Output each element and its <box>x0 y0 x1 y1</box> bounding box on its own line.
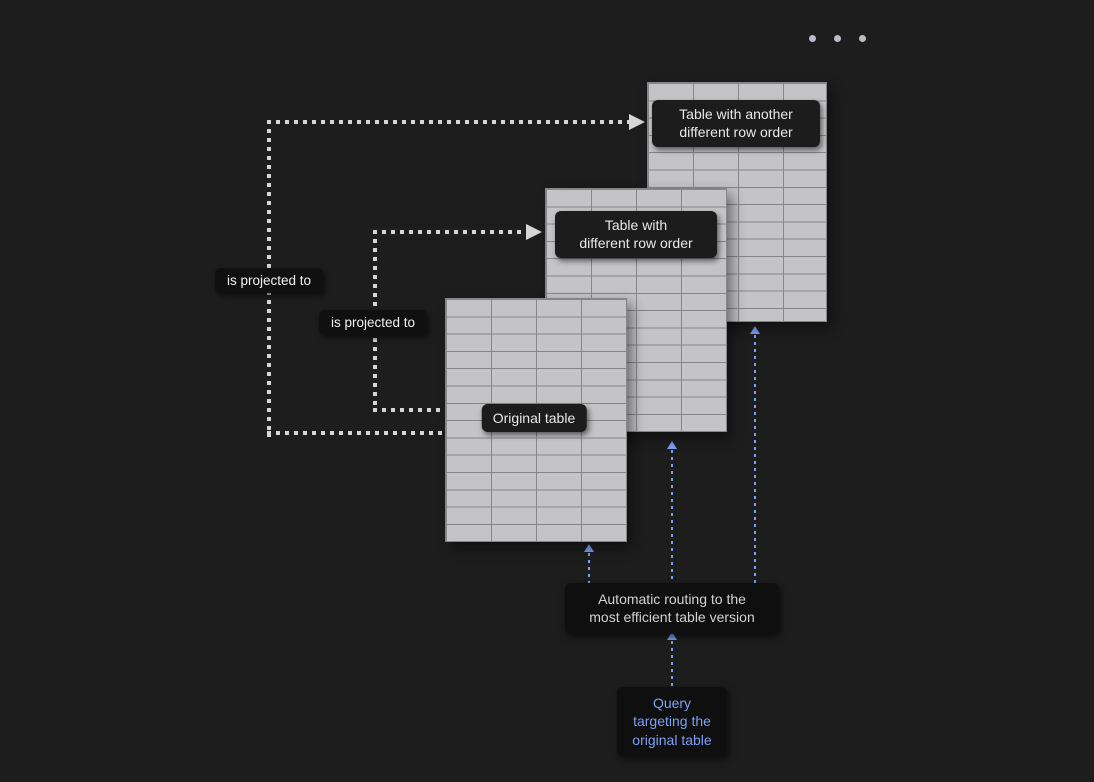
original-table <box>445 298 627 542</box>
table-label-original: Original table <box>481 404 587 433</box>
dot-icon <box>809 35 816 42</box>
table-label-another-different-row-order: Table with another different row order <box>652 100 820 147</box>
projection-path-inner-bottom <box>373 408 445 412</box>
projection-path-outer-arrowhead-icon <box>629 114 645 130</box>
query-to-routing-head-icon <box>667 632 677 640</box>
routing-arrow-to-back-head-icon <box>750 326 760 334</box>
dot-icon <box>834 35 841 42</box>
edge-label-is-projected-to-inner: is projected to <box>319 310 428 335</box>
dot-icon <box>859 35 866 42</box>
table-label-different-row-order: Table with different row order <box>555 211 717 258</box>
routing-arrow-to-original-line <box>588 553 590 583</box>
edge-label-is-projected-to-outer: is projected to <box>215 268 324 293</box>
more-options-icon[interactable] <box>809 35 866 42</box>
routing-arrow-to-original-head-icon <box>584 544 594 552</box>
routing-arrow-to-back-line <box>754 335 756 583</box>
routing-note: Automatic routing to the most efficient … <box>565 583 779 634</box>
projection-path-outer-bottom <box>267 431 445 435</box>
routing-arrow-to-middle-head-icon <box>667 441 677 449</box>
projection-path-inner-arrowhead-icon <box>526 224 542 240</box>
projection-path-inner-top <box>373 230 527 234</box>
routing-arrow-to-middle-line <box>671 450 673 583</box>
query-to-routing-line <box>671 641 673 687</box>
query-note: Query targeting the original table <box>617 687 727 757</box>
projection-path-outer-top <box>267 120 630 124</box>
